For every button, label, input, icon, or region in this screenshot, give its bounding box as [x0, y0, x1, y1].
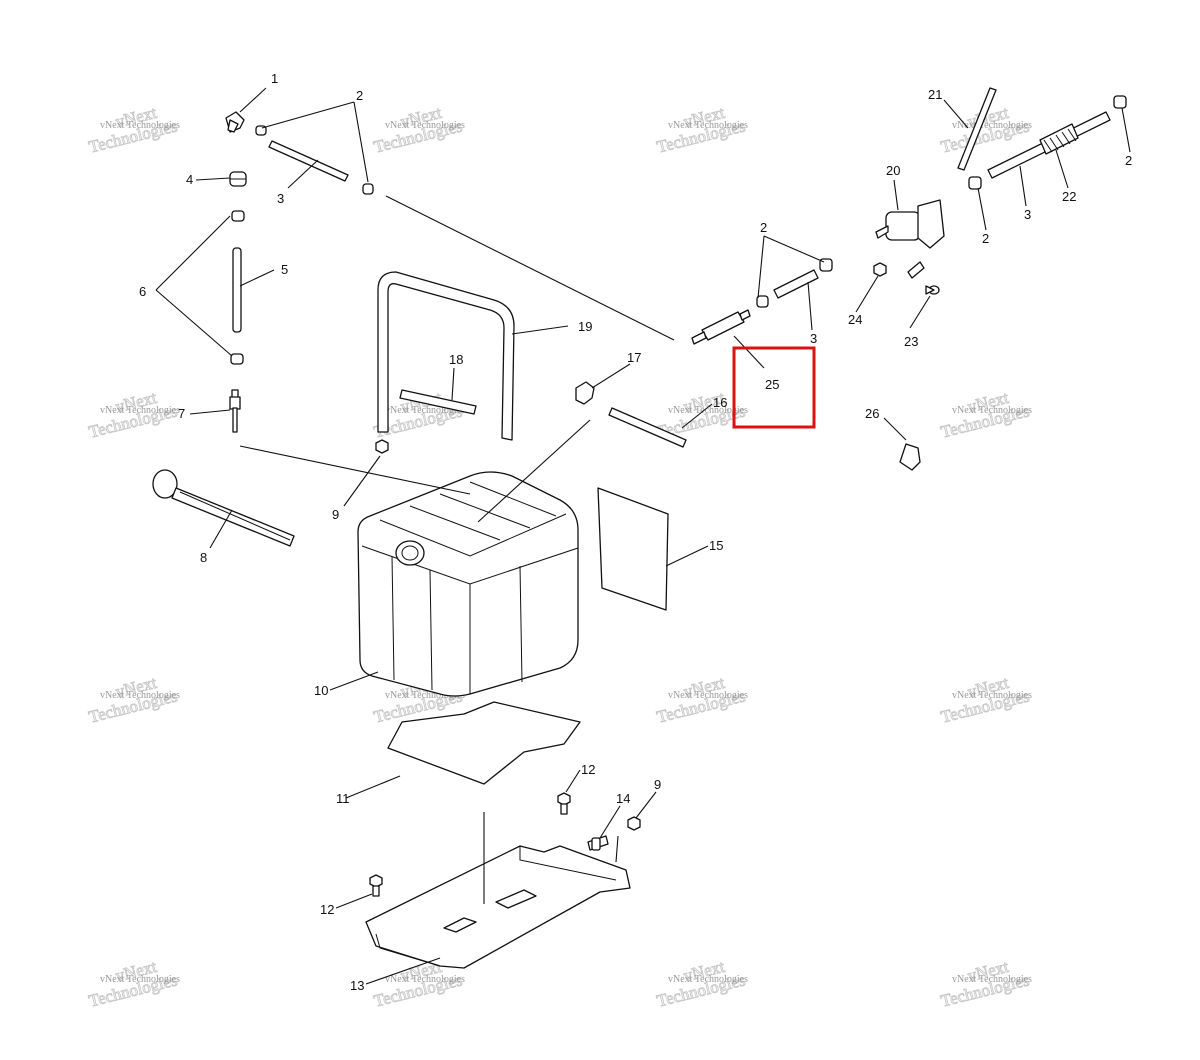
part-skid-plate	[365, 845, 631, 969]
part-fuel-filter	[691, 309, 751, 345]
highlight-box-part-25	[732, 346, 816, 429]
watermark-text: vNext Technologies	[952, 405, 1032, 416]
part-fuel-gauge-sender	[152, 469, 295, 547]
callout-6: 6	[139, 284, 146, 299]
part-vent-tube	[232, 247, 242, 333]
callout-5: 5	[281, 262, 288, 277]
part-nut	[627, 816, 641, 831]
callout-3: 3	[810, 331, 817, 346]
part-nut	[375, 439, 389, 454]
callout-9: 9	[654, 777, 661, 792]
callout-16: 16	[713, 395, 727, 410]
part-bolt	[557, 792, 571, 815]
watermark-text: vNext Technologies	[668, 690, 748, 701]
callout-23: 23	[904, 334, 918, 349]
part-hose-clamp	[255, 125, 267, 136]
part-bolt	[369, 874, 383, 897]
watermark-text: vNext Technologies	[668, 974, 748, 985]
callout-19: 19	[578, 319, 592, 334]
callout-3: 3	[277, 191, 284, 206]
callout-26: 26	[865, 406, 879, 421]
part-hose-clamp	[230, 353, 244, 365]
part-fuel-pump	[875, 199, 945, 279]
watermark-text: vNext Technologies	[100, 974, 180, 985]
callout-1: 1	[271, 71, 278, 86]
callout-2: 2	[1125, 153, 1132, 168]
part-hose-clamp	[231, 210, 245, 222]
part-fuel-line-spring	[987, 111, 1111, 179]
part-strap-pad	[399, 389, 477, 415]
watermark-text: vNext Technologies	[100, 120, 180, 131]
part-hose-clamp	[968, 176, 982, 190]
part-vent-line	[957, 87, 997, 171]
leader-lines	[155, 87, 1131, 985]
callout-2: 2	[356, 88, 363, 103]
callout-labels: 1 2 3 4 5 6 7 8 9 10 11 12 12 13 14 9 15…	[139, 71, 1132, 993]
part-heat-shield	[597, 487, 669, 611]
watermark-text: vNext Technologies	[385, 974, 465, 985]
part-tank-pad	[387, 701, 581, 785]
watermark-text: vNext Technologies	[100, 690, 180, 701]
callout-4: 4	[186, 172, 193, 187]
part-fuel-tank	[357, 471, 579, 697]
part-hose-clamp	[362, 183, 374, 195]
part-hose-clamp	[756, 295, 769, 308]
part-fuel-hose	[773, 269, 819, 299]
watermark-text: vNext Technologies	[952, 974, 1032, 985]
callout-9: 9	[332, 507, 339, 522]
callout-8: 8	[200, 550, 207, 565]
part-tank-strap	[377, 271, 515, 441]
callout-22: 22	[1062, 189, 1076, 204]
part-vent-hose	[268, 140, 349, 182]
watermark-text: vNext Technologies	[952, 690, 1032, 701]
part-clip	[899, 443, 921, 471]
part-screw	[925, 285, 940, 295]
part-fuel-hose	[608, 407, 687, 448]
callout-14: 14	[616, 791, 630, 806]
callout-10: 10	[314, 683, 328, 698]
callout-7: 7	[178, 406, 185, 421]
callout-24: 24	[848, 312, 862, 327]
callout-25: 25	[765, 377, 779, 392]
part-bolt-long	[587, 835, 609, 851]
callout-20: 20	[886, 163, 900, 178]
part-hose-clamp	[1113, 95, 1127, 109]
callout-17: 17	[627, 350, 641, 365]
watermark-text: vNext Technologies	[100, 405, 180, 416]
callout-15: 15	[709, 538, 723, 553]
callout-11: 11	[336, 791, 350, 806]
callout-2: 2	[982, 231, 989, 246]
callout-13: 13	[350, 978, 364, 993]
callout-3: 3	[1024, 207, 1031, 222]
callout-12: 12	[320, 902, 334, 917]
callout-2: 2	[760, 220, 767, 235]
watermark-text: vNext Technologies	[385, 690, 465, 701]
watermark-text: vNext Technologies	[668, 120, 748, 131]
watermark-text: vNext Technologies	[385, 120, 465, 131]
part-grommet	[229, 171, 247, 187]
watermark-text: vNext Technologies	[385, 405, 465, 416]
part-nut	[873, 262, 887, 277]
part-elbow-fitting	[575, 381, 595, 405]
part-elbow-fitting	[225, 111, 245, 133]
watermark-text: vNext Technologies	[952, 120, 1032, 131]
callout-21: 21	[928, 87, 942, 102]
callout-12: 12	[581, 762, 595, 777]
part-fitting	[229, 389, 241, 433]
watermark-text: vNext Technologies	[668, 405, 748, 416]
callout-18: 18	[449, 352, 463, 367]
